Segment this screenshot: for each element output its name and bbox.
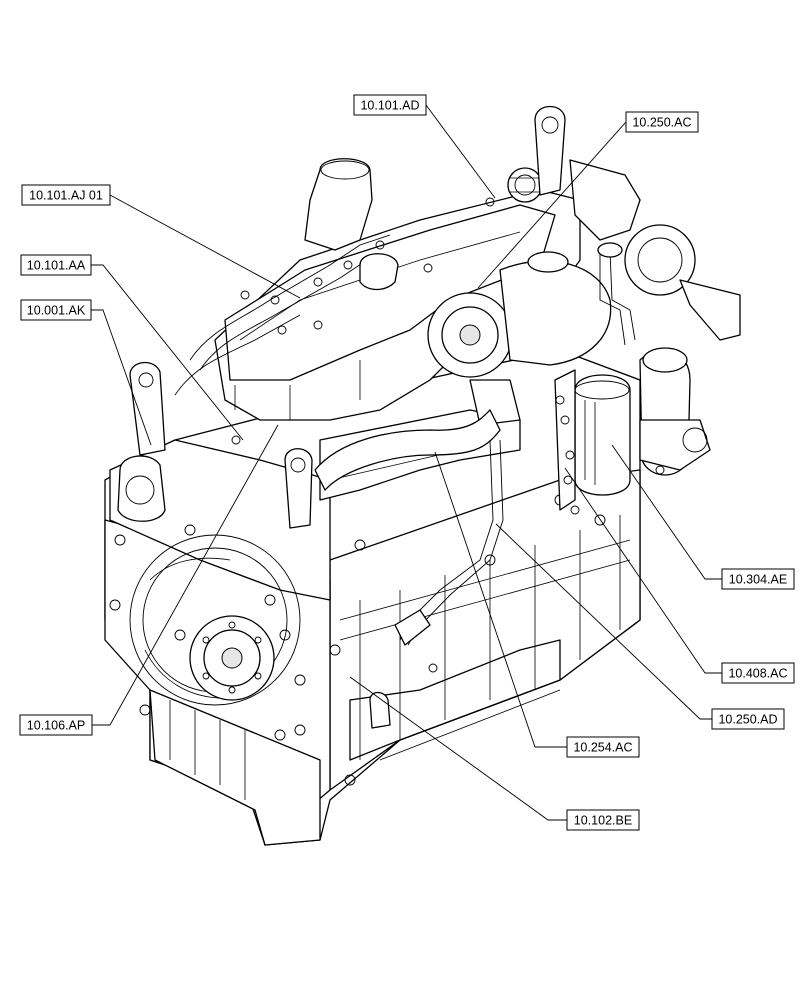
callout-label: 10.408.AC — [728, 667, 787, 681]
leader-10.250.AD — [495, 523, 712, 720]
callout-label: 10.254.AC — [573, 741, 632, 755]
callout-label: 10.304.AE — [729, 573, 787, 587]
oil-filter — [574, 374, 631, 496]
leader-10.102.BE — [349, 676, 567, 821]
callout-label: 10.250.AC — [632, 116, 691, 130]
engine-illustration — [104, 106, 741, 846]
leader-10.250.AC — [477, 121, 627, 289]
leader-10.101.AJ — [109, 194, 301, 299]
leader-10.106.AP — [92, 424, 279, 726]
leader-10.408.AC — [564, 467, 722, 674]
callout-10.001.AK: 10.001.AK — [20, 299, 92, 321]
leader-10.001.AK — [91, 309, 152, 446]
callout-10.102.BE: 10.102.BE — [566, 809, 640, 831]
callout-10.250.AD: 10.250.AD — [711, 708, 785, 730]
callout-10.106.AP: 10.106.AP — [19, 714, 93, 736]
callout-10.408.AC: 10.408.AC — [721, 662, 795, 684]
callout-label: 10.101.AD — [360, 99, 419, 113]
callout-label: 10.101.AJ 01 — [29, 189, 103, 203]
leader-10.304.AE — [611, 444, 722, 580]
callout-label: 10.250.AD — [718, 713, 777, 727]
callout-10.254.AC: 10.254.AC — [566, 736, 640, 758]
callout-10.250.AC: 10.250.AC — [625, 111, 699, 133]
leader-10.101.AD — [425, 104, 496, 199]
callout-10.304.AE: 10.304.AE — [721, 568, 795, 590]
leader-lines — [91, 104, 722, 821]
turbocharger — [427, 251, 612, 426]
callout-10.101.AJ-01: 10.101.AJ 01 — [21, 184, 111, 206]
callout-label: 10.106.AP — [27, 719, 85, 733]
callout-label: 10.102.BE — [574, 814, 632, 828]
callout-10.101.AD: 10.101.AD — [353, 94, 427, 116]
leader-10.101.AA — [91, 264, 244, 441]
starter-motor — [639, 347, 711, 476]
callout-label: 10.001.AK — [27, 304, 86, 318]
leader-10.254.AC — [434, 451, 567, 748]
callout-label: 10.101.AA — [27, 259, 86, 273]
callout-10.101.AA: 10.101.AA — [20, 254, 92, 276]
